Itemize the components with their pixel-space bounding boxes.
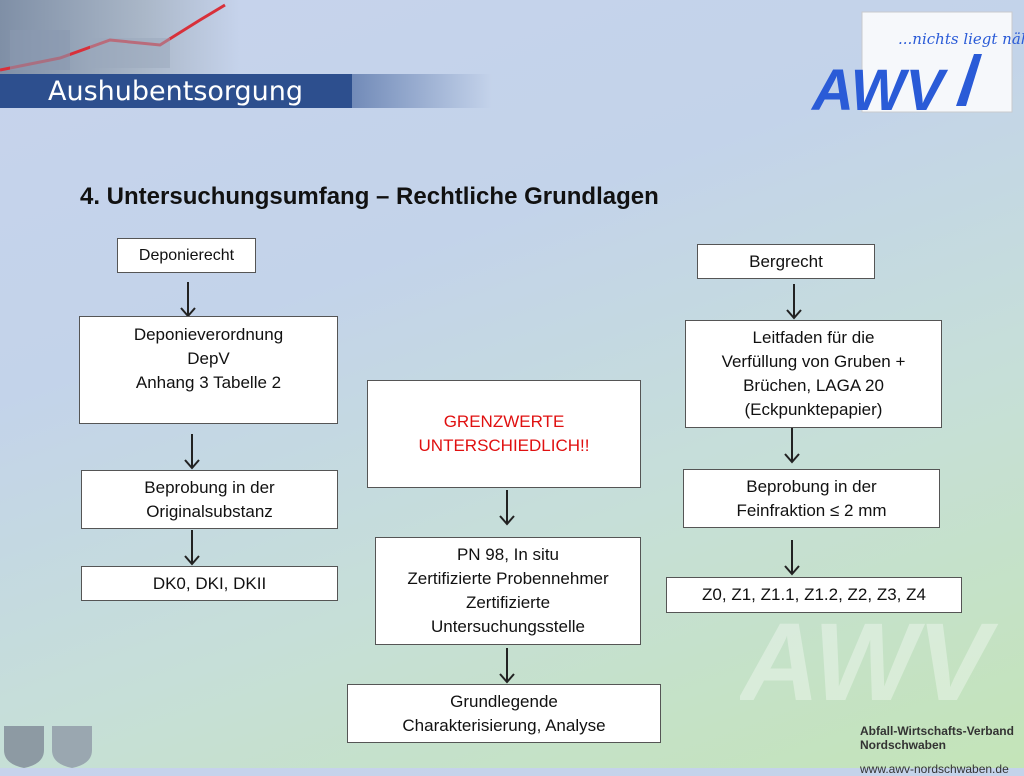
box-charakterisierung: Grundlegende Charakterisierung, Analyse: [347, 684, 661, 743]
arrow-down-icon: [786, 284, 802, 320]
box-deponieverordnung: Deponieverordnung DepV Anhang 3 Tabelle …: [79, 316, 338, 424]
arrow-down-icon: [184, 530, 200, 566]
svg-text:AWV: AWV: [740, 601, 999, 710]
box-deponierecht: Deponierecht: [117, 238, 256, 273]
arrow-down-icon: [184, 434, 200, 470]
arrow-down-icon: [784, 428, 800, 464]
arrow-down-icon: [499, 490, 515, 526]
title-banner-fade: [352, 74, 492, 108]
awv-watermark: AWV: [740, 601, 999, 710]
logo-tagline: ...nichts liegt näher: [898, 30, 1024, 48]
page-heading: 4. Untersuchungsumfang – Rechtliche Grun…: [80, 183, 659, 210]
footer-org: Abfall-Wirtschafts-Verband Nordschwaben …: [860, 724, 1014, 776]
header-photo: [0, 0, 240, 78]
coat-of-arms-icon: [4, 726, 92, 768]
arrow-down-icon: [180, 282, 196, 318]
box-grenzwerte-warning: GRENZWERTE UNTERSCHIEDLICH!!: [367, 380, 641, 488]
title-banner: [0, 74, 352, 108]
box-beprobung-original: Beprobung in der Originalsubstanz: [81, 470, 338, 529]
box-dk-classes: DK0, DKI, DKII: [81, 566, 338, 601]
banner-title: Aushubentsorgung: [48, 76, 304, 107]
arrow-down-icon: [499, 648, 515, 684]
footer-org-line2: Nordschwaben: [860, 738, 947, 752]
box-bergrecht: Bergrecht: [697, 244, 875, 279]
box-leitfaden: Leitfaden für die Verfüllung von Gruben …: [685, 320, 942, 428]
box-beprobung-fein: Beprobung in der Feinfraktion ≤ 2 mm: [683, 469, 940, 528]
arrow-down-icon: [784, 540, 800, 576]
box-z-classes: Z0, Z1, Z1.1, Z1.2, Z2, Z3, Z4: [666, 577, 962, 613]
awv-logo: ...nichts liegt näher AWV: [810, 11, 1024, 116]
box-pn98: PN 98, In situ Zertifizierte Probennehme…: [375, 537, 641, 645]
footer-url[interactable]: www.awv-nordschwaben.de: [860, 762, 1009, 776]
footer-org-line1: Abfall-Wirtschafts-Verband: [860, 724, 1014, 738]
logo-wordmark: AWV: [810, 58, 948, 116]
